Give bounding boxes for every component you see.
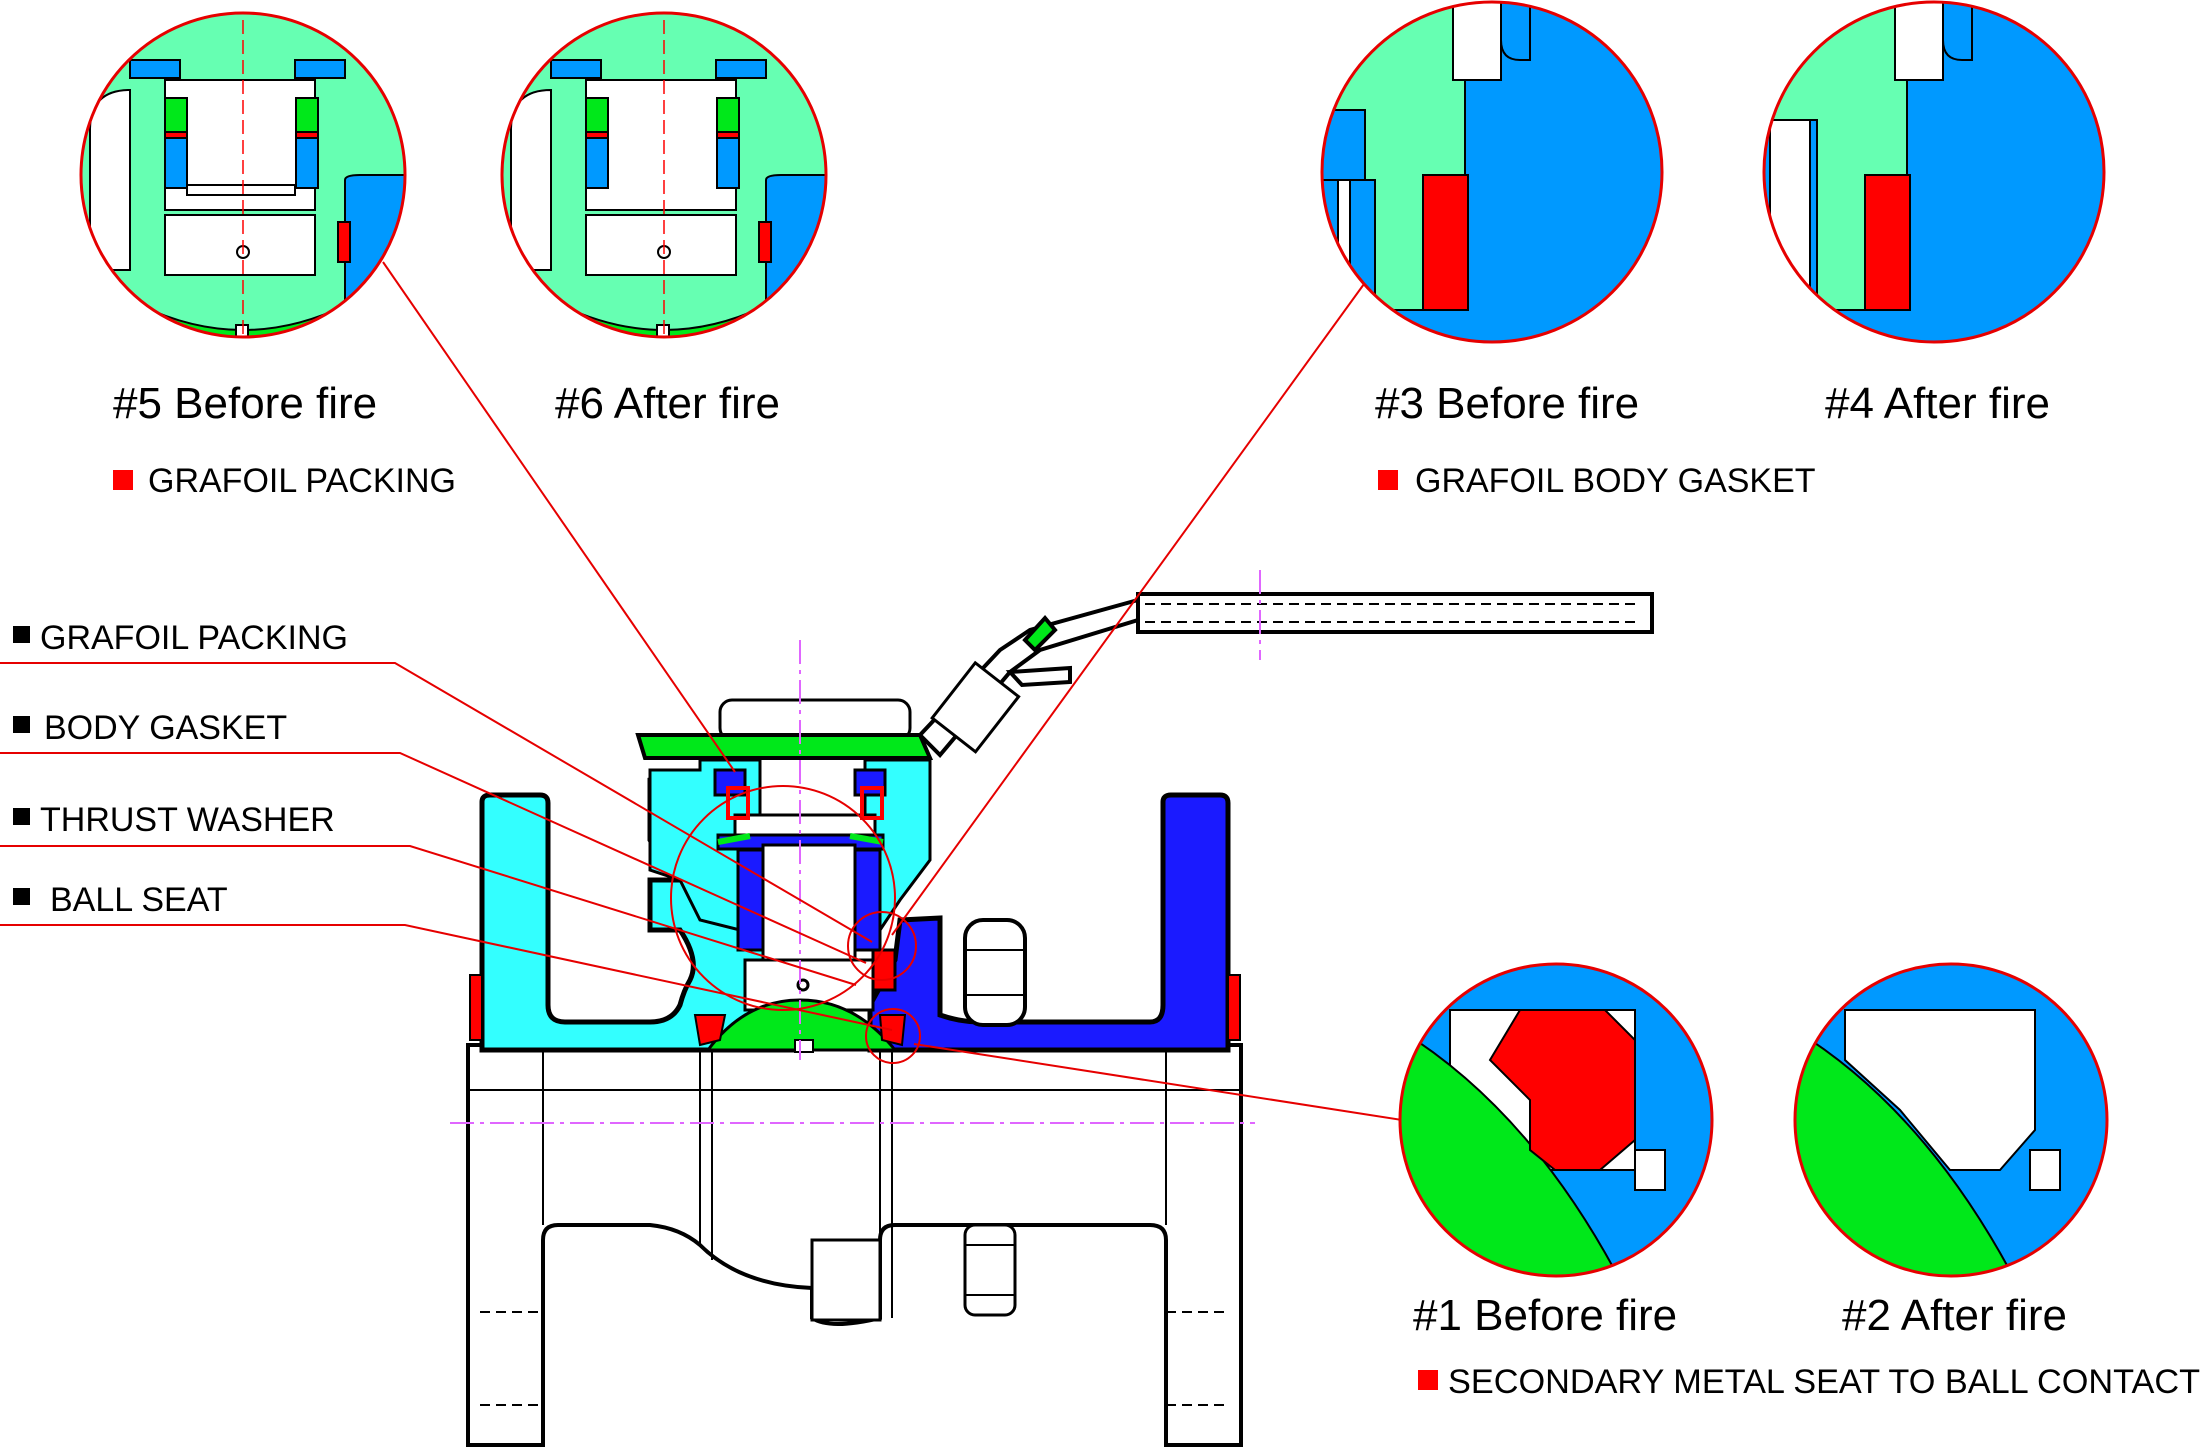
- legend-swatch: [1418, 1370, 1438, 1390]
- caption-detail-1: #1 Before fire: [1413, 1291, 1677, 1340]
- detail-circle-5: [79, 11, 407, 339]
- centerlines: [450, 570, 1261, 1124]
- caption-detail-4: #4 After fire: [1825, 379, 2050, 428]
- callout-bullet: [13, 716, 30, 733]
- legend-label: GRAFOIL BODY GASKET: [1415, 462, 1816, 500]
- detail-circle-3: [1320, 0, 1664, 344]
- caption-detail-2: #2 After fire: [1842, 1291, 2067, 1340]
- legend-grafoil-body-gasket: GRAFOIL BODY GASKET: [1378, 462, 1816, 500]
- ball-seat-right: [878, 1014, 907, 1047]
- callout-grafoil-packing: GRAFOIL PACKING: [13, 619, 348, 657]
- detail-circle-6: [500, 11, 828, 339]
- callout-label: THRUST WASHER: [40, 801, 335, 839]
- leader-lines: [0, 261, 1403, 1121]
- caption-detail-6: #6 After fire: [555, 379, 780, 428]
- callout-label: BALL SEAT: [50, 881, 228, 919]
- callout-thrust-washer: THRUST WASHER: [13, 801, 335, 839]
- ball-seat-left: [693, 1014, 727, 1047]
- flange-gasket-left: [469, 974, 483, 1041]
- detail-circle-1: [1398, 962, 1714, 1278]
- valve-body-lower: [466, 1043, 1243, 1447]
- caption-detail-3: #3 Before fire: [1375, 379, 1639, 428]
- legend-label: GRAFOIL PACKING: [148, 462, 456, 500]
- handle: [635, 592, 1654, 760]
- legend-label: SECONDARY METAL SEAT TO BALL CONTACT: [1448, 1363, 2200, 1401]
- callout-bullet: [13, 888, 30, 905]
- body-bolt: [963, 918, 1027, 1027]
- callout-label: BODY GASKET: [44, 709, 287, 747]
- callout-bullet: [13, 626, 30, 643]
- stem-assembly: [648, 698, 932, 1012]
- valve-cross-section: [450, 570, 1654, 1447]
- detail-highlight-circles: [670, 785, 921, 1064]
- legend-secondary-metal-seat: SECONDARY METAL SEAT TO BALL CONTACT: [1418, 1363, 2200, 1401]
- legend-swatch: [113, 470, 133, 490]
- detail-circle-4: [1762, 0, 2106, 344]
- legend-swatch: [1378, 470, 1398, 490]
- callout-body-gasket: BODY GASKET: [13, 709, 287, 747]
- caption-detail-5: #5 Before fire: [113, 379, 377, 428]
- detail-circle-2: [1793, 962, 2109, 1278]
- callout-label: GRAFOIL PACKING: [40, 619, 348, 657]
- flange-gasket-right: [1227, 974, 1241, 1041]
- callout-ball-seat: BALL SEAT: [13, 881, 228, 919]
- legend-grafoil-packing: GRAFOIL PACKING: [113, 462, 456, 500]
- callout-bullet: [13, 808, 30, 825]
